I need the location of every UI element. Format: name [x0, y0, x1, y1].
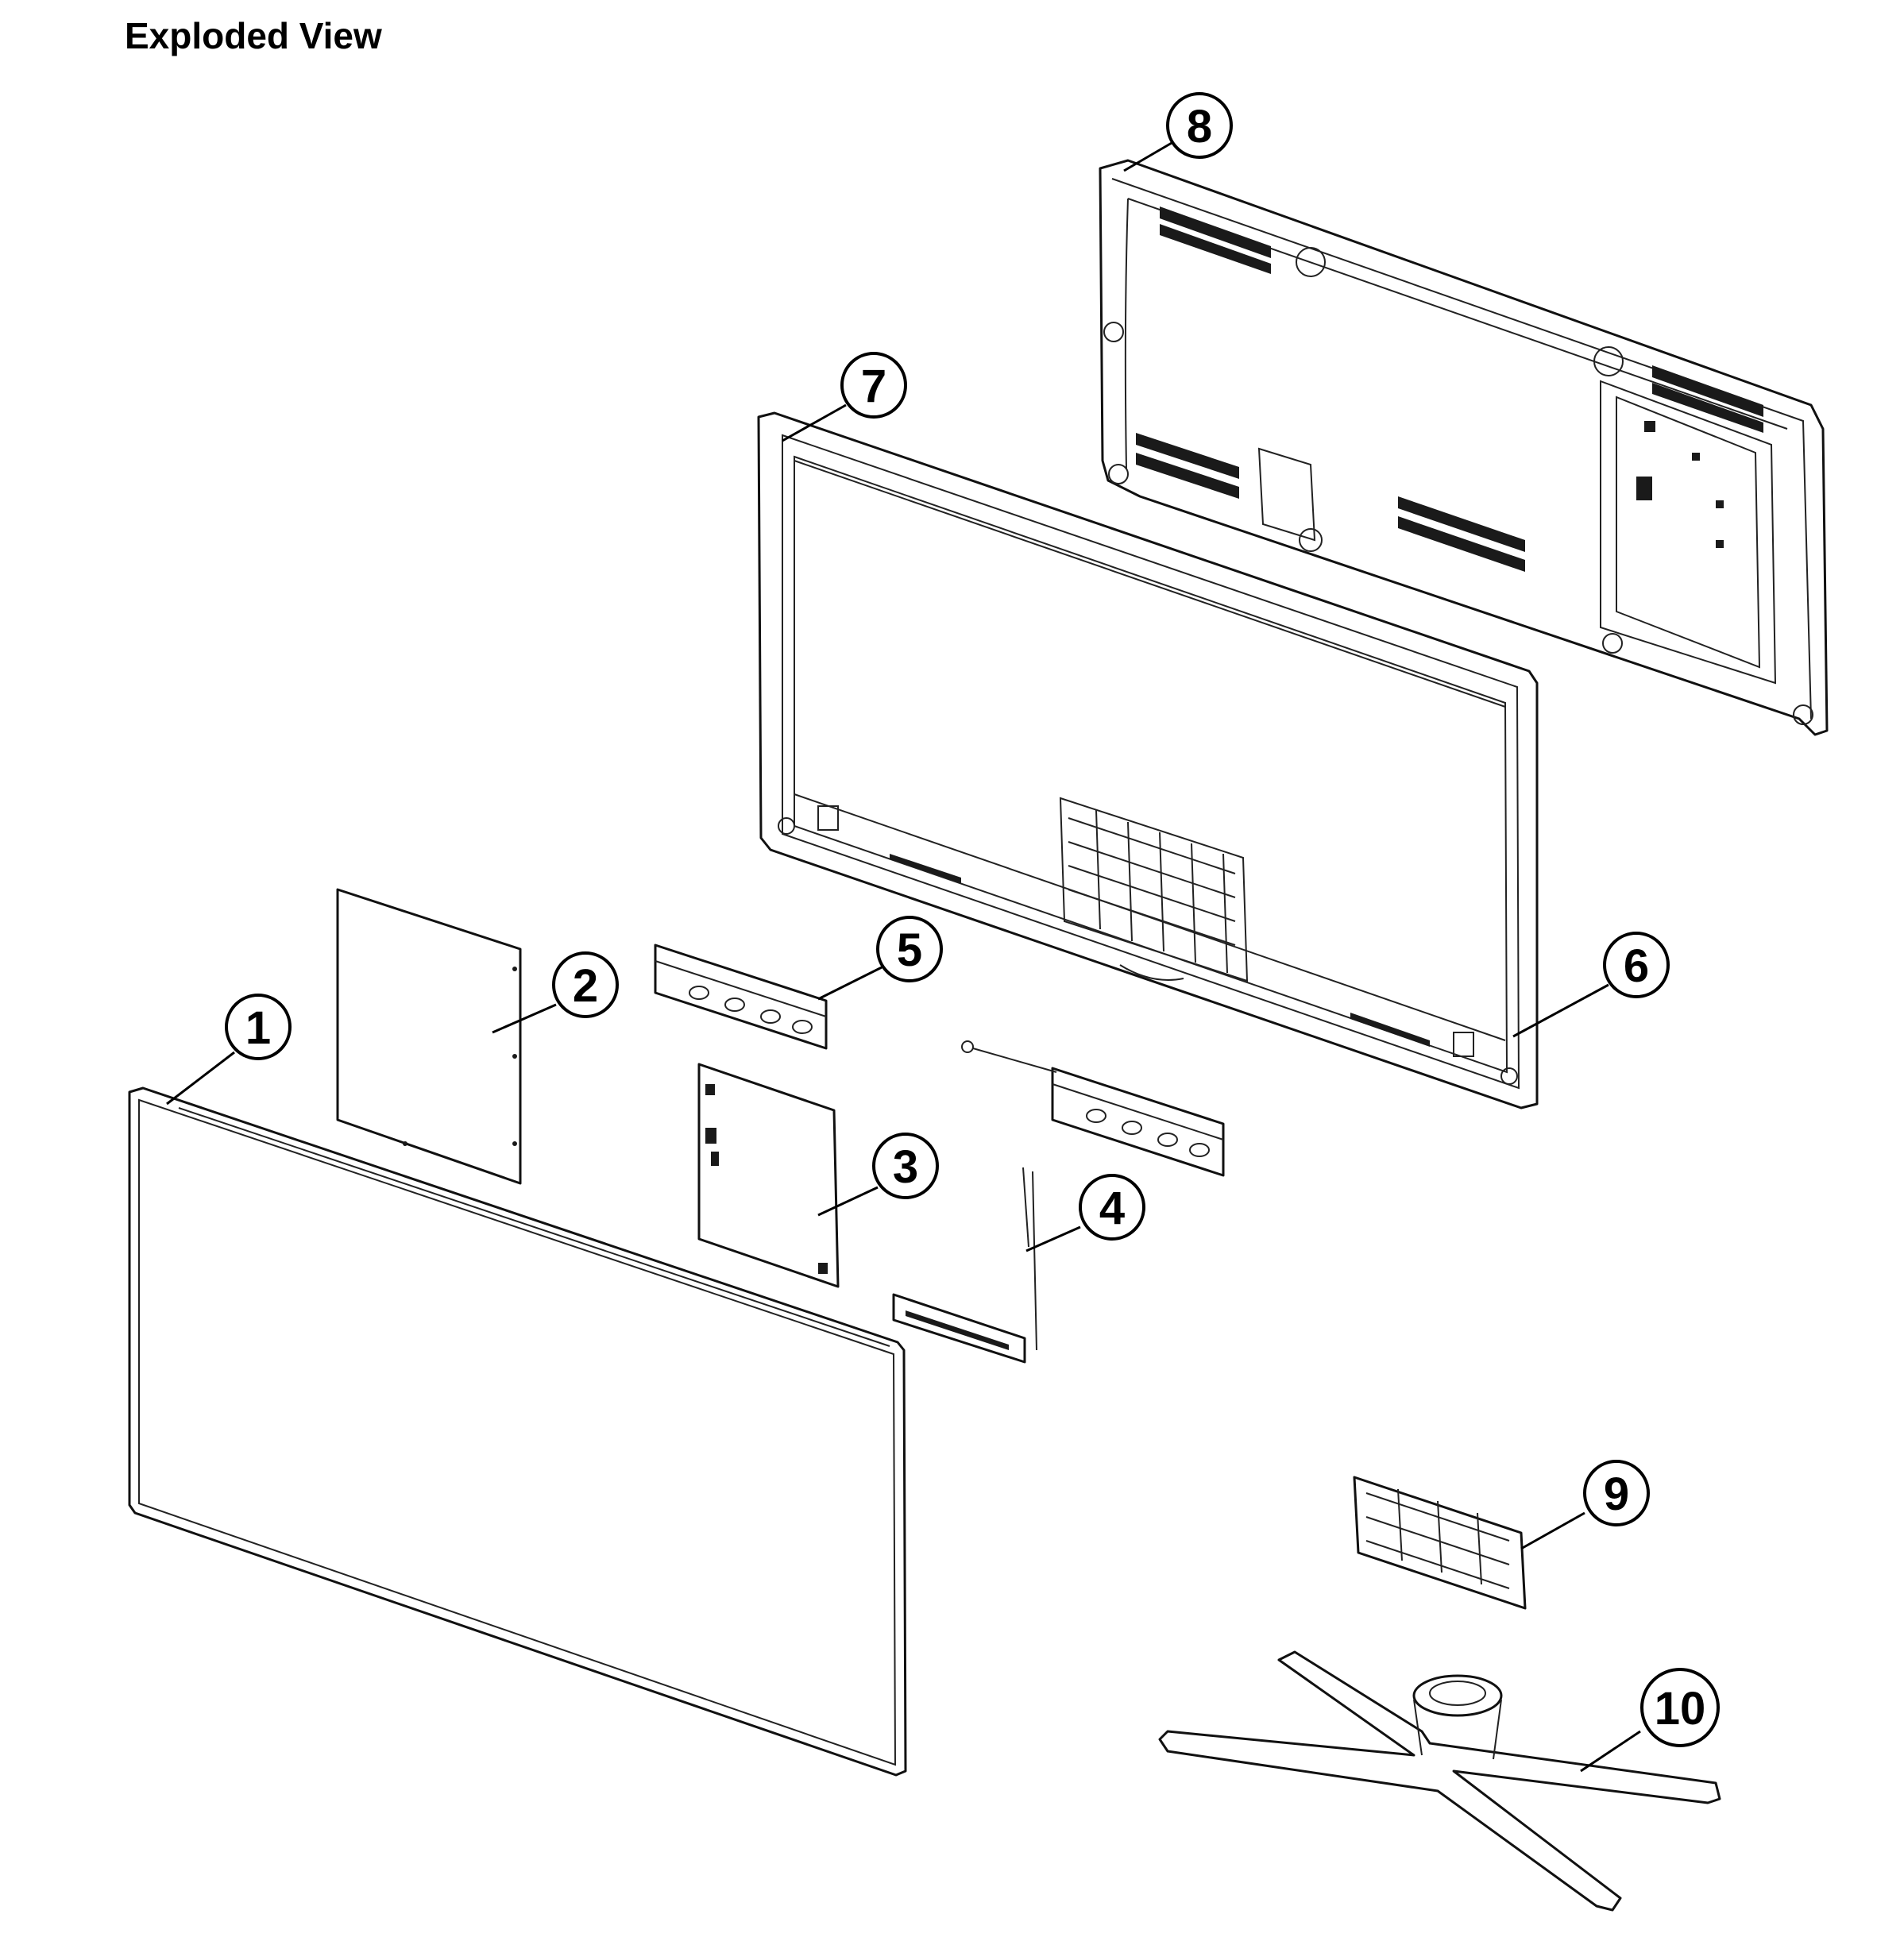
svg-text:6: 6 [1624, 940, 1649, 992]
stand-base-10 [1158, 1650, 1721, 1912]
callout-10: 10 [1580, 1668, 1720, 1773]
board-panel-2 [336, 888, 522, 1185]
svg-text:10: 10 [1655, 1683, 1706, 1735]
main-board-3 [697, 1063, 840, 1288]
svg-text:8: 8 [1187, 101, 1212, 152]
speaker-left [654, 944, 828, 1050]
stand-neck-9 [1353, 1476, 1527, 1610]
speaker-right [961, 1040, 1225, 1177]
rear-cover [1099, 159, 1829, 736]
callout-2: 2 [492, 951, 619, 1034]
callout-5: 5 [817, 916, 943, 1001]
rear-vent-left [1136, 433, 1239, 499]
callout-6: 6 [1512, 932, 1670, 1038]
svg-text:5: 5 [897, 924, 922, 976]
middle-frame [757, 411, 1539, 1109]
svg-text:2: 2 [573, 960, 598, 1012]
callout-1: 1 [166, 994, 292, 1106]
callout-9: 9 [1520, 1460, 1650, 1550]
ir-board-4 [892, 1167, 1037, 1364]
rear-vent-center [1398, 496, 1525, 572]
callout-7: 7 [782, 352, 907, 442]
callout-8: 8 [1123, 92, 1233, 172]
svg-text:7: 7 [861, 361, 886, 412]
lcd-panel [128, 1086, 907, 1777]
page-title: Exploded View [125, 15, 382, 56]
callout-4: 4 [1025, 1174, 1145, 1252]
rear-vent-top [1160, 206, 1271, 274]
svg-text:4: 4 [1099, 1183, 1125, 1234]
svg-text:3: 3 [893, 1141, 918, 1193]
rear-vent-right-top [1652, 365, 1763, 433]
callout-3: 3 [817, 1133, 939, 1217]
svg-text:9: 9 [1604, 1468, 1629, 1520]
frame-stand-bracket [1059, 797, 1249, 982]
svg-text:1: 1 [245, 1002, 271, 1054]
